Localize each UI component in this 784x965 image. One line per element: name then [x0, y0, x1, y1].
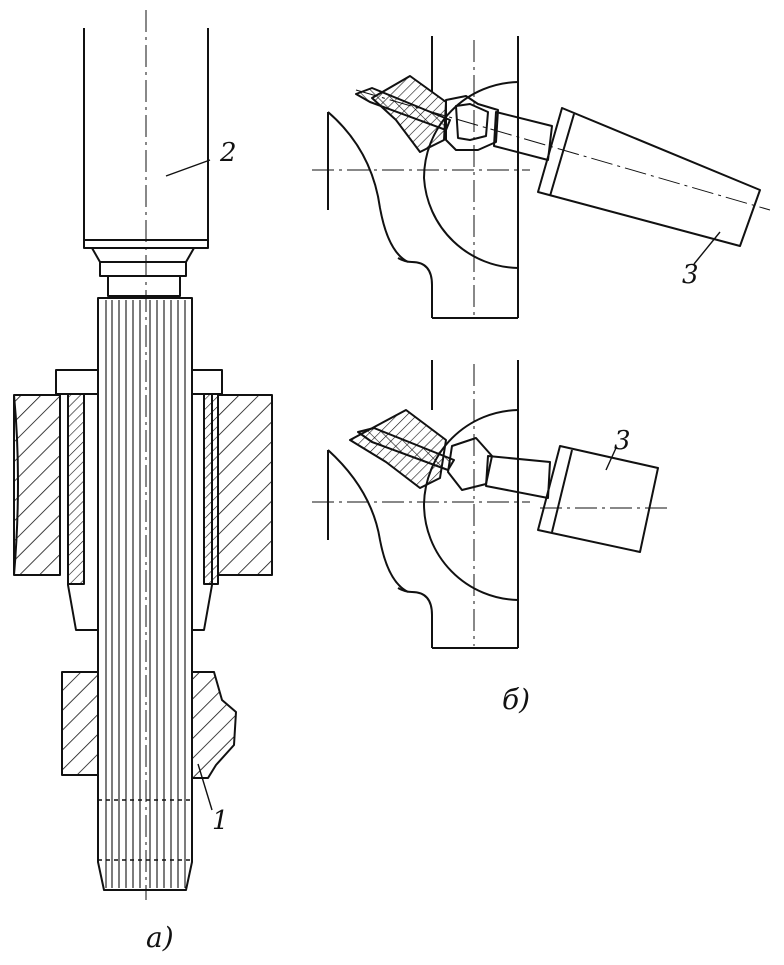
callout-3-upper: 3 — [682, 260, 699, 290]
leader-1 — [197, 763, 213, 811]
figure-b-upper — [312, 36, 771, 319]
figure-b-lower — [312, 360, 670, 649]
figure-a — [13, 10, 273, 900]
workpiece — [61, 671, 237, 779]
callout-3-lower: 3 — [614, 426, 631, 456]
caption-b: б) — [502, 683, 531, 716]
leader-2 — [165, 159, 211, 177]
broach-shaft — [97, 297, 193, 891]
caption-a: а) — [146, 921, 174, 954]
fixture-body — [13, 394, 273, 576]
guide-bushing — [55, 369, 223, 631]
callout-1: 1 — [212, 806, 229, 836]
callout-2: 2 — [220, 138, 237, 168]
